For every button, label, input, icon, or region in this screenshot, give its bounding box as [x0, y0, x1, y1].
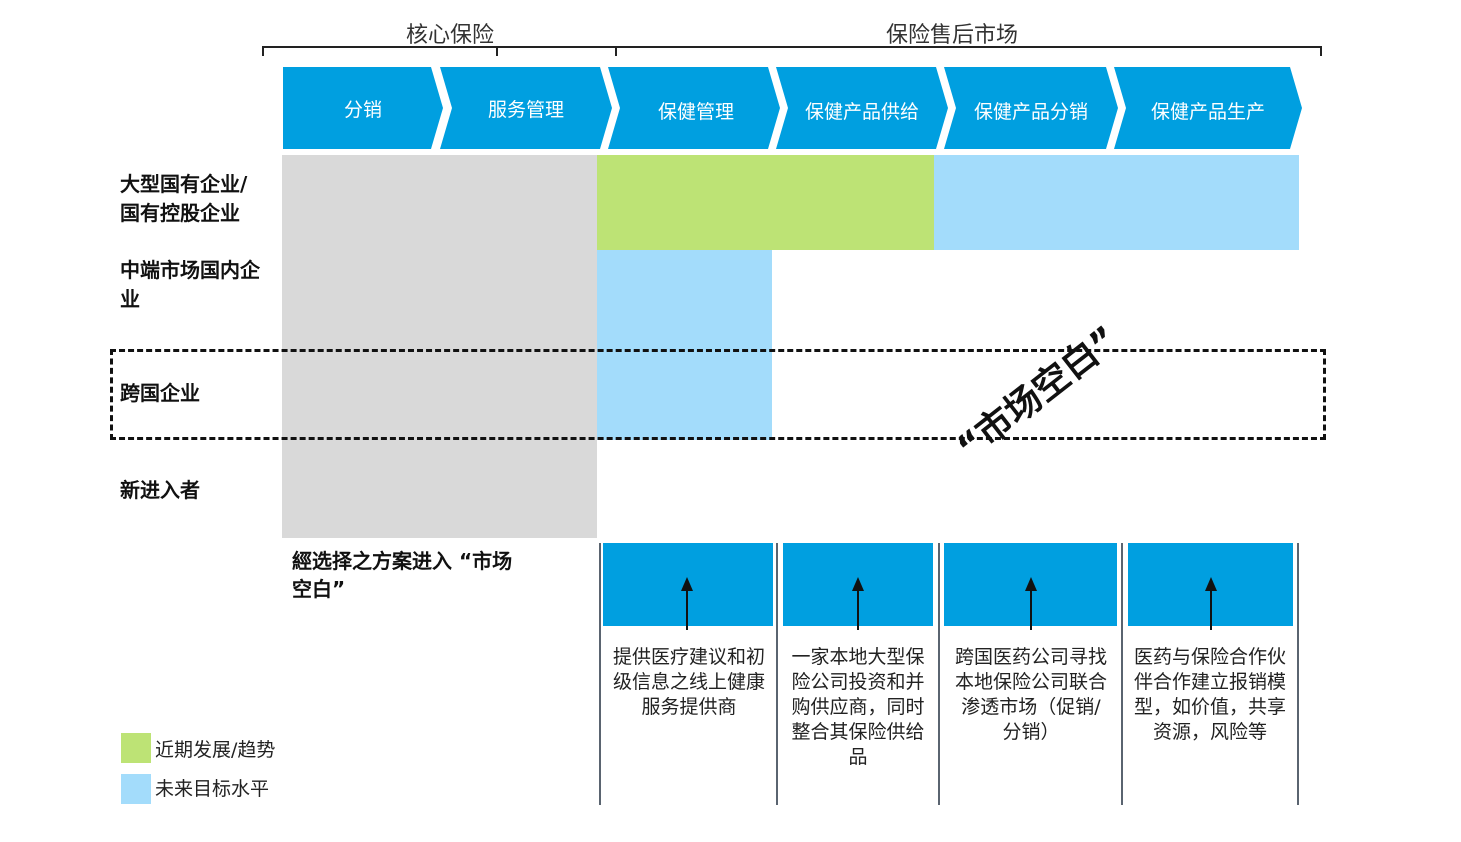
- arrow-up-icon: [1205, 577, 1217, 591]
- chain-step-label: 保健管理: [657, 100, 734, 123]
- bracket-tick-divider: [615, 46, 617, 56]
- chain-step-distribution: 分销: [283, 67, 443, 149]
- chain-step-label: 服务管理: [487, 98, 564, 121]
- entry-strategy-label: 經选择之方案进入 “市场 空白”: [292, 549, 513, 601]
- core-insurance-label: 核心保险: [406, 23, 495, 48]
- chain-step-label: 保健产品生产: [1150, 100, 1265, 123]
- chain-step-label: 保健产品供给: [804, 100, 919, 123]
- legend-label-future: 未来目标水平: [155, 778, 270, 800]
- legend-swatch-recent: [121, 733, 151, 763]
- annotation-text-4: 医药与保险合作伙 伴合作建立报销模 型，如价值，共享 资源，风险等: [1133, 646, 1286, 743]
- chain-step-service-mgmt: 服务管理: [440, 67, 612, 149]
- arrow-shaft-1: [686, 590, 688, 630]
- chain-step-health-product-supply: 保健产品供给: [776, 67, 948, 149]
- legend-label-recent: 近期发展/趋势: [155, 739, 276, 761]
- chevron-shape: [776, 67, 948, 149]
- aftermarket-label: 保险售后市场: [886, 23, 1019, 48]
- annotation-text-3: 跨国医药公司寻找 本地保险公司联合 渗透市场（促销/ 分销）: [954, 646, 1107, 743]
- chain-step-label: 保健产品分销: [973, 100, 1088, 123]
- legend-swatch-future: [121, 774, 151, 804]
- row-label-midmarket: 中端市场国内企 业: [120, 258, 260, 311]
- arrow-up-icon: [852, 577, 864, 591]
- bracket-tick-left: [262, 46, 264, 56]
- column-separator: [1297, 543, 1299, 805]
- column-separator: [1121, 543, 1123, 805]
- bracket-tick-right: [1320, 46, 1322, 56]
- header-bracket: [263, 46, 1322, 48]
- column-separator: [776, 543, 778, 805]
- chain-step-health-mgmt: 保健管理: [608, 67, 780, 149]
- arrow-up-icon: [681, 577, 693, 591]
- column-separator: [599, 543, 601, 805]
- chevron-shape: [283, 67, 443, 149]
- chevron-shape: [1114, 67, 1302, 149]
- row-label-multinational: 跨国企业: [120, 381, 200, 405]
- chevron-shape: [944, 67, 1118, 149]
- annotation-text-1: 提供医疗建议和初 级信息之线上健康 服务提供商: [612, 646, 765, 718]
- arrow-shaft-2: [857, 590, 859, 630]
- arrow-shaft-3: [1030, 590, 1032, 630]
- annotation-text-2: 一家本地大型保 险公司投资和并 购供应商，同时 整合其保险供给 品: [791, 646, 925, 768]
- soe-recent-trend-block: [597, 155, 934, 250]
- row-label-new-entrants: 新进入者: [120, 478, 200, 502]
- column-separator: [938, 543, 940, 805]
- arrow-up-icon: [1025, 577, 1037, 591]
- chain-step-label: 分销: [343, 98, 382, 121]
- core-insurance-gray-block: [282, 155, 597, 538]
- row-label-soe: 大型国有企业/ 国有控股企业: [120, 172, 248, 225]
- chain-step-health-product-distribution: 保健产品分销: [944, 67, 1118, 149]
- bracket-tick-mid-core: [496, 46, 498, 56]
- chevron-shape: [440, 67, 612, 149]
- midmarket-future-target-block: [597, 250, 772, 440]
- multinational-dashed-box: [110, 349, 1326, 440]
- chain-step-health-product-production: 保健产品生产: [1114, 67, 1302, 149]
- chevron-shape: [608, 67, 780, 149]
- arrow-shaft-4: [1210, 590, 1212, 630]
- soe-future-target-block: [934, 155, 1299, 250]
